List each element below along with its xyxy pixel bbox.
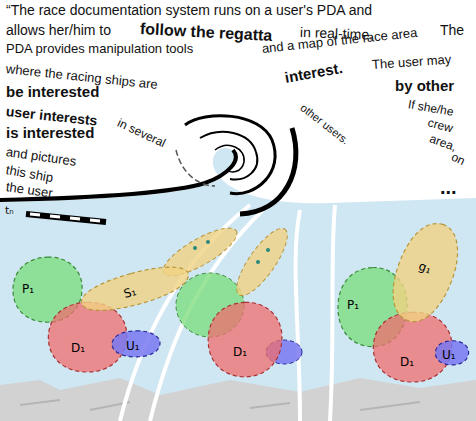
map-shape — [266, 248, 270, 252]
land-detail — [20, 400, 420, 410]
area-label: D₁ — [400, 356, 414, 369]
area-blob: D₁ — [205, 300, 285, 380]
text-fragment: tₙ — [5, 205, 14, 217]
swirl-line — [215, 146, 244, 172]
swirl-text-trace — [176, 150, 215, 186]
text-fragment: “The race documentation system runs on a… — [6, 3, 372, 18]
text-fragment: is interested — [6, 125, 94, 142]
blob-outline — [205, 300, 285, 380]
road — [296, 210, 300, 421]
swirl-line — [240, 128, 296, 214]
text-fragment: The — [440, 23, 464, 38]
road — [330, 205, 335, 421]
area-label: D₁ — [233, 346, 247, 359]
text-fragment: by other — [395, 78, 454, 95]
map-shape — [228, 222, 295, 302]
text-fragment: ... — [440, 176, 457, 198]
text-fragment: crew — [426, 116, 454, 135]
text-fragment: allows her/him to — [6, 23, 111, 38]
blob-shape — [208, 302, 282, 376]
area-label: U₁ — [442, 349, 456, 362]
swirl-band — [26, 214, 106, 222]
text-fragment: be interested — [6, 84, 99, 101]
land — [0, 378, 476, 421]
text-fragment: PDA provides manipulation tools — [6, 42, 193, 56]
map-shape — [256, 260, 260, 264]
swirl-band-stripes — [30, 214, 100, 221]
swirl-line — [200, 132, 257, 180]
text-fragment: interest. — [284, 60, 344, 86]
area-label: P₁ — [22, 283, 34, 296]
text-fragment: follow the regatta — [140, 20, 273, 45]
water — [0, 148, 476, 421]
blob-shape — [48, 302, 126, 372]
text-fragment: The user may — [372, 52, 452, 72]
area-blob: U₁ — [434, 340, 470, 366]
text-fragment: other users. — [298, 101, 351, 146]
blob-shape — [112, 331, 160, 357]
map-shape — [193, 246, 197, 250]
area-blob: U₁ — [110, 330, 162, 358]
area-label: P₁ — [347, 299, 359, 312]
blob-shape — [382, 215, 469, 330]
area-label: U₁ — [126, 340, 140, 353]
blob-shape — [77, 259, 192, 318]
area-label: D₁ — [71, 342, 85, 355]
text-fragment: in several — [115, 117, 167, 151]
blob-shape — [435, 341, 468, 365]
map-shape — [206, 240, 210, 244]
